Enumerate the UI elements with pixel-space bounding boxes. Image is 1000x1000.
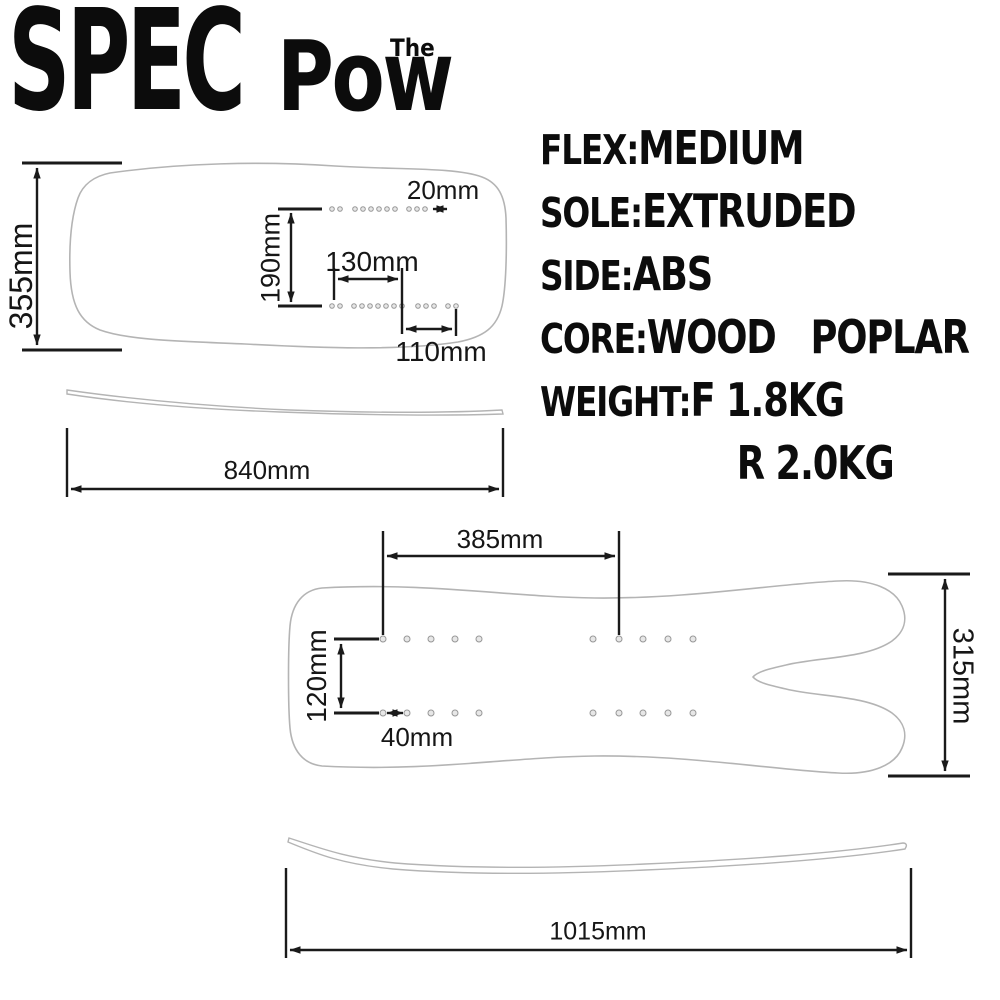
board1-profile-outline	[66, 389, 504, 416]
dim-label-board2-width: 315mm	[946, 627, 979, 725]
spec-line-weight-rear: R 2.0KG	[737, 440, 895, 486]
insert-hole	[427, 635, 435, 643]
page-title: SPEC	[8, 0, 246, 143]
insert-hole	[475, 709, 483, 717]
insert-hole	[414, 206, 420, 212]
dim-label-board2-insert-span: 385mm	[456, 524, 544, 554]
spec-value: R 2.0KG	[736, 436, 895, 490]
insert-hole	[475, 635, 483, 643]
board2-profile-outline	[287, 837, 908, 874]
spec-line-side: SIDE:ABS	[540, 251, 713, 300]
dim-board1-row-gap	[278, 207, 322, 308]
insert-hole	[423, 303, 429, 309]
board2-side-profile	[284, 837, 913, 958]
brand-logo-the: The	[390, 34, 435, 62]
insert-hole	[351, 303, 357, 309]
insert-hole	[664, 635, 672, 643]
dim-label-board2-row-gap: 120mm	[301, 629, 332, 723]
dim-label-board1-row-gap: 190mm	[255, 212, 286, 304]
dim-label-board1-front-span: 130mm	[325, 246, 419, 277]
board2-insert-holes	[379, 635, 697, 717]
insert-hole	[639, 635, 647, 643]
insert-hole	[379, 635, 387, 643]
spec-label: CORE:	[540, 315, 648, 363]
spec-value: F 1.8KG	[690, 373, 845, 427]
spec-value: ABS	[632, 247, 714, 301]
spec-label: SOLE:	[540, 189, 643, 237]
spec-value: MEDIUM	[638, 121, 804, 175]
board1-outline	[69, 162, 508, 349]
dim-board1-rear-span	[405, 309, 458, 336]
insert-hole	[415, 303, 421, 309]
insert-hole	[689, 635, 697, 643]
spec-label: SIDE:	[540, 252, 634, 300]
spec-line-weight-front: WEIGHT:F 1.8KG	[540, 377, 845, 426]
board1-side-profile	[65, 389, 505, 497]
spec-line-core: CORE:WOOD POPLAR	[540, 314, 970, 363]
insert-hole	[392, 206, 398, 212]
dim-label-board1-length: 840mm	[223, 455, 311, 485]
dim-board2-length	[284, 868, 913, 958]
insert-hole	[391, 303, 397, 309]
insert-hole	[403, 709, 411, 717]
dim-board1-width	[22, 161, 122, 352]
dim-label-board1-hole-pitch: 20mm	[406, 175, 480, 205]
board2-outline	[287, 579, 906, 775]
dim-board2-insert-span	[381, 531, 621, 635]
insert-hole	[376, 206, 382, 212]
insert-hole	[639, 709, 647, 717]
insert-hole	[445, 303, 451, 309]
spec-label: WEIGHT:	[540, 378, 692, 426]
dim-label-board2-hole-pitch: 40mm	[380, 722, 454, 752]
insert-hole	[359, 303, 365, 309]
insert-hole	[589, 635, 597, 643]
insert-hole	[337, 206, 343, 212]
insert-hole	[329, 206, 335, 212]
spec-value: EXTRUDED	[641, 184, 857, 238]
dim-label-board2-length: 1015mm	[549, 917, 647, 946]
insert-hole	[368, 206, 374, 212]
insert-hole	[384, 206, 390, 212]
spec-line-flex: FLEX:MEDIUM	[540, 125, 805, 174]
dim-board1-length	[65, 428, 505, 497]
insert-hole	[689, 709, 697, 717]
spec-list: FLEX:MEDIUM SOLE:EXTRUDED SIDE:ABS CORE:…	[540, 125, 970, 486]
insert-hole	[406, 206, 412, 212]
insert-hole	[427, 709, 435, 717]
spec-value: WOOD POPLAR	[646, 310, 970, 364]
insert-hole	[329, 303, 335, 309]
insert-hole	[451, 709, 459, 717]
insert-hole	[375, 303, 381, 309]
insert-hole	[403, 635, 411, 643]
dim-label-board1-rear-span: 110mm	[395, 336, 487, 367]
insert-hole	[367, 303, 373, 309]
insert-hole	[453, 303, 459, 309]
insert-hole	[589, 709, 597, 717]
insert-hole	[451, 635, 459, 643]
dim-board2-row-gap	[334, 637, 379, 715]
insert-hole	[422, 206, 428, 212]
insert-hole	[360, 206, 366, 212]
spec-line-sole: SOLE:EXTRUDED	[540, 188, 857, 237]
insert-hole	[379, 709, 387, 717]
insert-hole	[352, 206, 358, 212]
insert-hole	[337, 303, 343, 309]
insert-hole	[431, 303, 437, 309]
dim-board1-front-span	[332, 268, 404, 334]
dim-board2-width	[888, 572, 970, 778]
spec-label: FLEX:	[540, 126, 639, 174]
board1-insert-holes	[329, 206, 459, 309]
insert-hole	[615, 635, 623, 643]
insert-hole	[664, 709, 672, 717]
insert-hole	[615, 709, 623, 717]
insert-hole	[383, 303, 389, 309]
brand-logo-pow: Pow	[277, 20, 454, 133]
board2-top-view	[287, 531, 970, 778]
dim-label-board1-width: 355mm	[3, 222, 39, 330]
board1-top-view	[22, 161, 508, 352]
